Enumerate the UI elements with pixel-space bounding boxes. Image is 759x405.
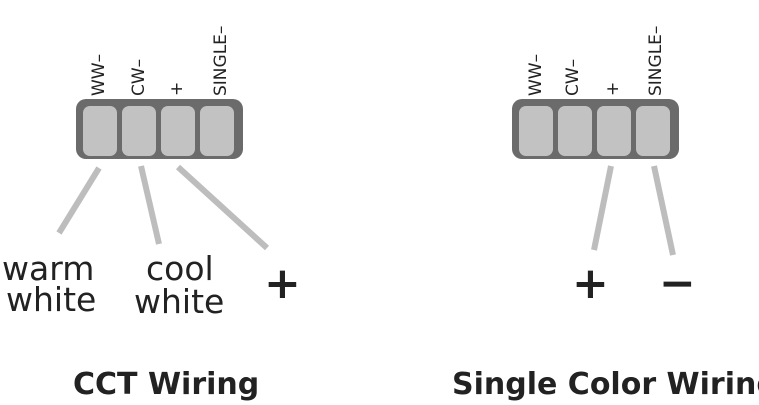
single-pin-label-single: SINGLE– bbox=[646, 26, 666, 96]
cct-pin-label-cw: CW– bbox=[129, 59, 149, 96]
cct-plus-label: + bbox=[264, 258, 301, 309]
single-pin-single bbox=[636, 106, 670, 156]
cct-wiring-caption: CCT Wiring bbox=[73, 367, 259, 402]
single-pin-cw bbox=[558, 106, 592, 156]
cct-pin-label-ww: WW– bbox=[89, 54, 109, 96]
single-minus-label: − bbox=[659, 258, 696, 309]
cct-cool-white-label-line2: white bbox=[134, 282, 224, 321]
single-pin-plus bbox=[597, 106, 631, 156]
single-plus-label: + bbox=[572, 258, 609, 309]
cct-wire-ww bbox=[56, 166, 102, 235]
single-wire-minus bbox=[651, 165, 676, 256]
single-pin-ww bbox=[519, 106, 553, 156]
cct-warm-white-label-line1: warm bbox=[2, 249, 94, 288]
cct-wire-cw bbox=[138, 165, 162, 245]
single-wire-plus bbox=[591, 165, 614, 251]
cct-warm-white-label-line2: white bbox=[6, 280, 96, 319]
cct-pin-plus bbox=[161, 106, 195, 156]
cct-wiring-group: WW– CW– + SINGLE– warm white cool white … bbox=[2, 26, 301, 402]
cct-pin-label-plus: + bbox=[167, 82, 187, 96]
cct-pin-cw bbox=[122, 106, 156, 156]
cct-pin-label-single: SINGLE– bbox=[211, 26, 231, 96]
single-color-wiring-caption: Single Color Wiring bbox=[452, 367, 759, 402]
single-pin-label-cw: CW– bbox=[563, 59, 583, 96]
cct-pin-ww bbox=[83, 106, 117, 156]
single-pin-label-plus: + bbox=[603, 82, 623, 96]
cct-pin-single bbox=[200, 106, 234, 156]
cct-cool-white-label-line1: cool bbox=[146, 249, 214, 288]
single-color-wiring-group: WW– CW– + SINGLE– + − Single Color Wirin… bbox=[452, 26, 759, 402]
single-pin-label-ww: WW– bbox=[526, 54, 546, 96]
cct-wire-plus bbox=[175, 164, 270, 251]
